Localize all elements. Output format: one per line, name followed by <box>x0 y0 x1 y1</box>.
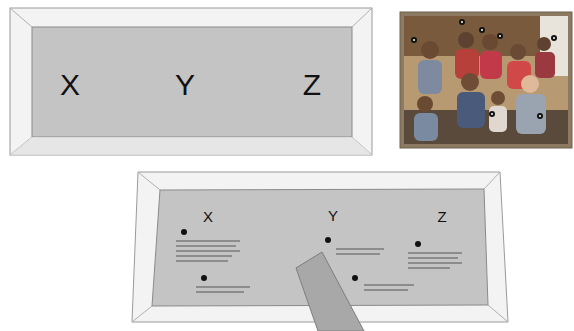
standing-frame <box>132 172 508 331</box>
frame-letter: X <box>203 209 213 224</box>
family-photo <box>400 12 572 148</box>
frame-letter: X <box>60 70 80 100</box>
flat-frame <box>10 8 372 155</box>
frame-letter: Y <box>175 70 195 100</box>
flat-frame-panel: X Y Z <box>32 27 352 137</box>
standing-frame-panel: X Y Z <box>160 190 485 305</box>
frame-letter: Y <box>328 208 338 223</box>
frame-letter: Z <box>303 70 321 100</box>
frame-letter: Z <box>437 209 446 224</box>
